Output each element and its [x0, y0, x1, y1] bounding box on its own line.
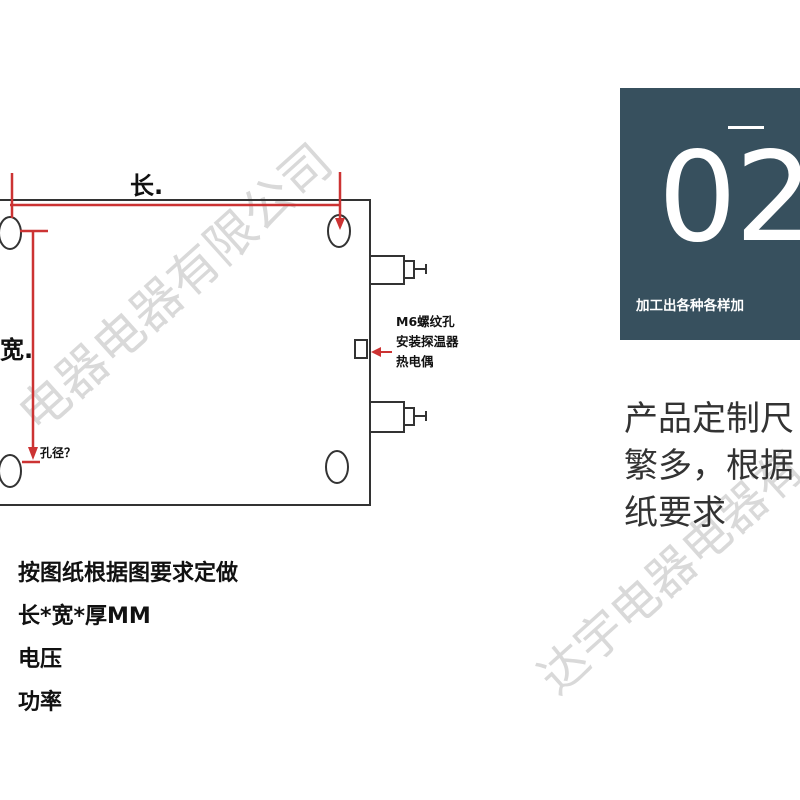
m6-thread-hole	[354, 339, 368, 359]
step-panel: 02 加工出各种各样加	[620, 88, 800, 340]
thermocouple-note: M6螺纹孔 安装探温器 热电偶	[396, 312, 459, 372]
length-dimension-line	[10, 172, 345, 230]
plate-outline	[0, 199, 371, 506]
note-line: 热电偶	[396, 354, 434, 369]
panel-caption: 加工出各种各样加	[636, 298, 744, 314]
panel-dash	[728, 126, 764, 129]
length-label: 长.	[130, 172, 164, 200]
terminal-connector	[369, 255, 427, 285]
note-line: M6螺纹孔	[396, 314, 455, 329]
note-line: 安装探温器	[396, 334, 459, 349]
requirement-item: 长*宽*厚MM	[18, 604, 151, 629]
requirements-list: 按图纸根据图要求定做 长*宽*厚MM 电压 功率	[18, 552, 238, 724]
description-line: 纸要求	[624, 493, 726, 533]
width-dimension-line	[20, 229, 48, 464]
annotation-arrow	[371, 347, 392, 357]
mount-hole	[0, 216, 22, 250]
requirement-item: 功率	[18, 690, 63, 715]
step-number: 02	[658, 126, 800, 270]
mount-hole	[0, 454, 22, 488]
description-text: 产品定制尺 繁多，根据 纸要求	[624, 396, 794, 537]
width-label: 宽.	[0, 336, 34, 364]
terminal-connector	[369, 401, 427, 433]
description-line: 产品定制尺	[624, 399, 794, 439]
requirement-item: 电压	[18, 647, 63, 672]
mount-hole	[325, 450, 349, 484]
requirement-item: 按图纸根据图要求定做	[18, 561, 239, 586]
description-line: 繁多，根据	[624, 446, 794, 486]
hole-diameter-label: 孔径？	[40, 446, 77, 460]
